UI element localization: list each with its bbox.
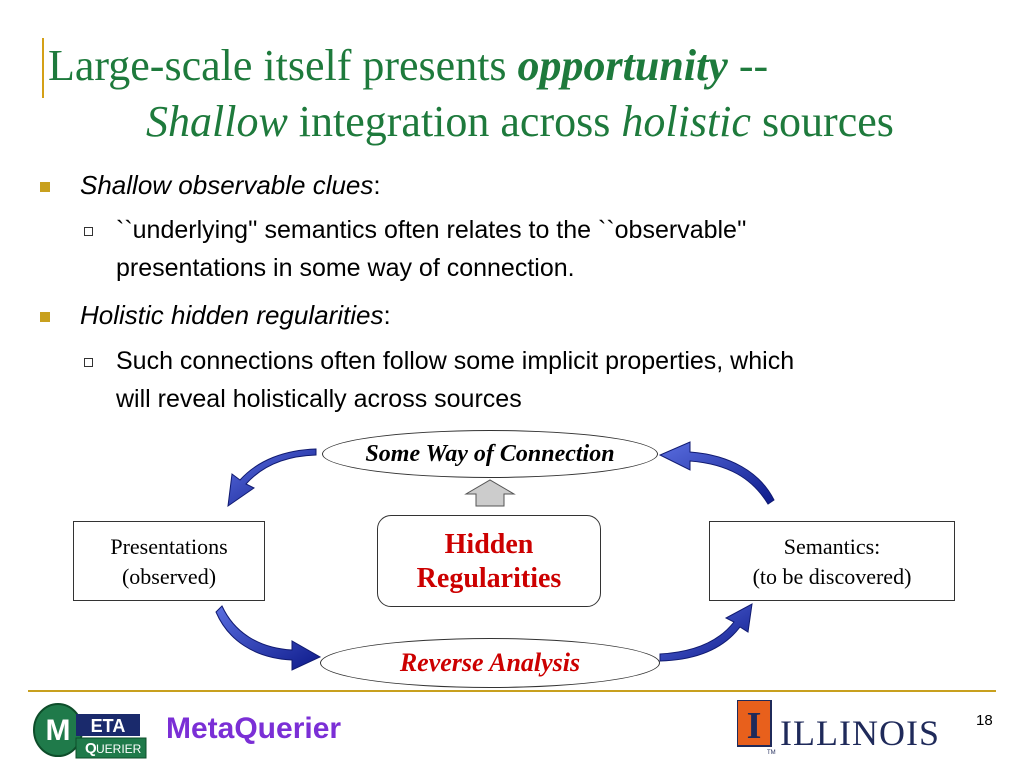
title-accent-line (42, 38, 44, 98)
page-number: 18 (976, 712, 993, 729)
bullet-square-icon (40, 312, 50, 322)
sub-bullet-2-line2: will reveal holistically across sources (116, 385, 522, 413)
sub-bullet-2-line1: Such connections often follow some impli… (116, 347, 795, 375)
illinois-wordmark: ILLINOIS (780, 713, 940, 753)
logo-uerier-text: UERIER (96, 742, 142, 756)
bullet-heading-2-text: Holistic hidden regularities (80, 300, 384, 330)
bullet-heading-2-colon: : (383, 300, 391, 330)
logo-m-letter: M (46, 714, 71, 747)
title-emphasis-holistic: holistic (621, 97, 751, 146)
presentations-label: Presentations (110, 534, 228, 559)
semantics-label: Semantics: (783, 534, 881, 559)
presentations-sublabel: (observed) (121, 564, 217, 589)
title-end: sources (750, 97, 894, 146)
presentations-box: Presentations (observed) (73, 521, 265, 601)
arrow-to-reverse-analysis-icon (215, 605, 322, 671)
bullet-heading-1-colon: : (373, 170, 381, 200)
semantics-sublabel: (to be discovered) (752, 564, 912, 589)
metaquerier-logo: M ETA Q UERIER (33, 703, 147, 759)
regularities-label: Regularities (416, 563, 562, 594)
title-emphasis-shallow: Shallow (146, 97, 288, 146)
hidden-regularities-box: Hidden Regularities (377, 515, 601, 607)
sub-bullet-square-icon (84, 358, 93, 367)
slide-title-line1: Large-scale itself presents opportunity … (48, 44, 768, 88)
brand-name: MetaQuerier (166, 712, 342, 745)
title-middle: integration across (287, 97, 622, 146)
logo-eta-text: ETA (91, 716, 126, 736)
arrow-to-semantics-icon (659, 603, 753, 662)
arrow-to-connection-icon (658, 441, 775, 505)
connection-ellipse: Some Way of Connection (322, 430, 658, 478)
sub-bullet-1-line1: ``underlying'' semantics often relates t… (116, 216, 747, 244)
semantics-box: Semantics: (to be discovered) (709, 521, 955, 601)
hidden-label: Hidden (444, 529, 534, 560)
up-arrow-icon (464, 479, 516, 507)
title-emphasis-opportunity: opportunity (517, 41, 728, 90)
sub-bullet-1-line2: presentations in some way of connection. (116, 254, 575, 282)
title-suffix: -- (727, 41, 769, 90)
sub-bullet-square-icon (84, 227, 93, 236)
bullet-square-icon (40, 182, 50, 192)
bullet-heading-2: Holistic hidden regularities: (80, 300, 391, 331)
illinois-block-i-icon: I TM (737, 700, 776, 756)
tm-mark: TM (767, 750, 776, 756)
slide-title-line2: Shallow integration across holistic sour… (146, 100, 894, 144)
bullet-heading-1: Shallow observable clues: (80, 170, 381, 201)
logo-q-letter: Q (85, 740, 97, 757)
footer-divider (28, 690, 996, 692)
title-prefix: Large-scale itself presents (48, 41, 518, 90)
arrow-to-presentations-icon (227, 448, 317, 508)
illinois-mark-letter: I (747, 705, 762, 747)
reverse-analysis-ellipse: Reverse Analysis (320, 638, 660, 688)
bullet-heading-1-text: Shallow observable clues (80, 170, 374, 200)
